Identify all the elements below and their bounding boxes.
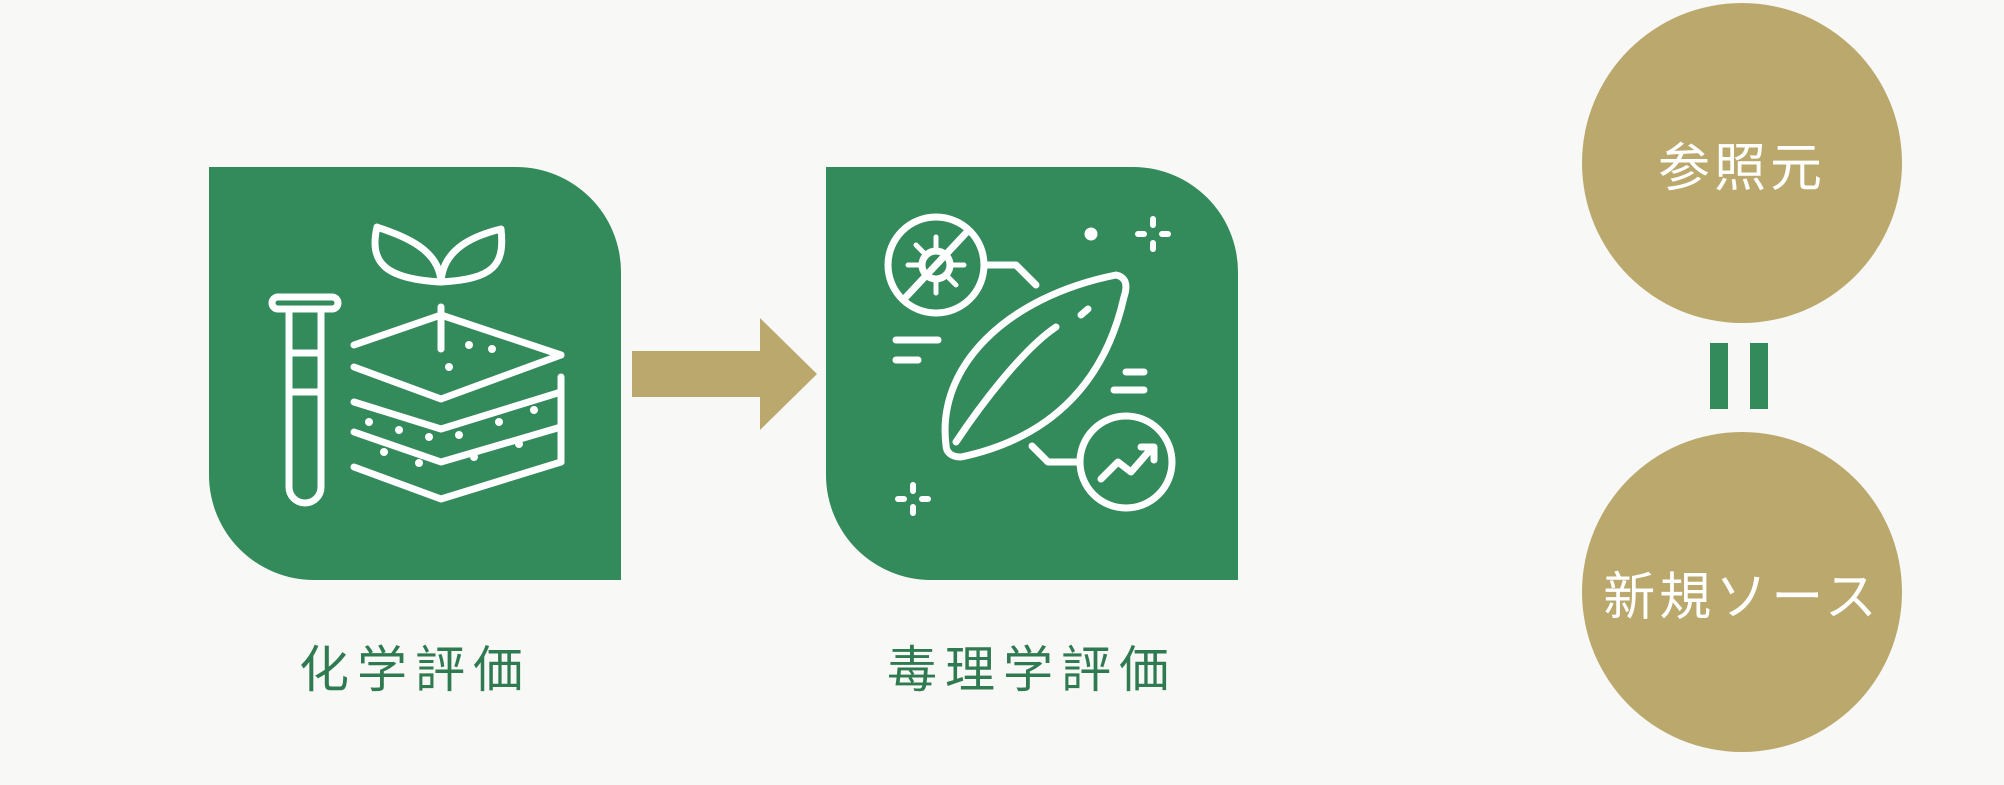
leaf-microbe-analysis-icon bbox=[884, 213, 1176, 516]
test-tube-soil-sprout-icon bbox=[268, 223, 565, 507]
new-source-circle: 新規ソース bbox=[1582, 432, 1902, 752]
equals-sign-bar-left bbox=[1710, 343, 1728, 409]
chemical-assessment-label: 化学評価 bbox=[299, 641, 531, 699]
chemical-assessment-tile bbox=[209, 167, 621, 580]
reference-source-circle: 参照元 bbox=[1582, 3, 1902, 323]
toxicology-assessment-label: 毒理学評価 bbox=[887, 641, 1177, 699]
toxicology-assessment-tile bbox=[826, 167, 1238, 580]
equals-sign-bar-right bbox=[1750, 343, 1768, 409]
right-arrow-icon bbox=[632, 318, 817, 430]
